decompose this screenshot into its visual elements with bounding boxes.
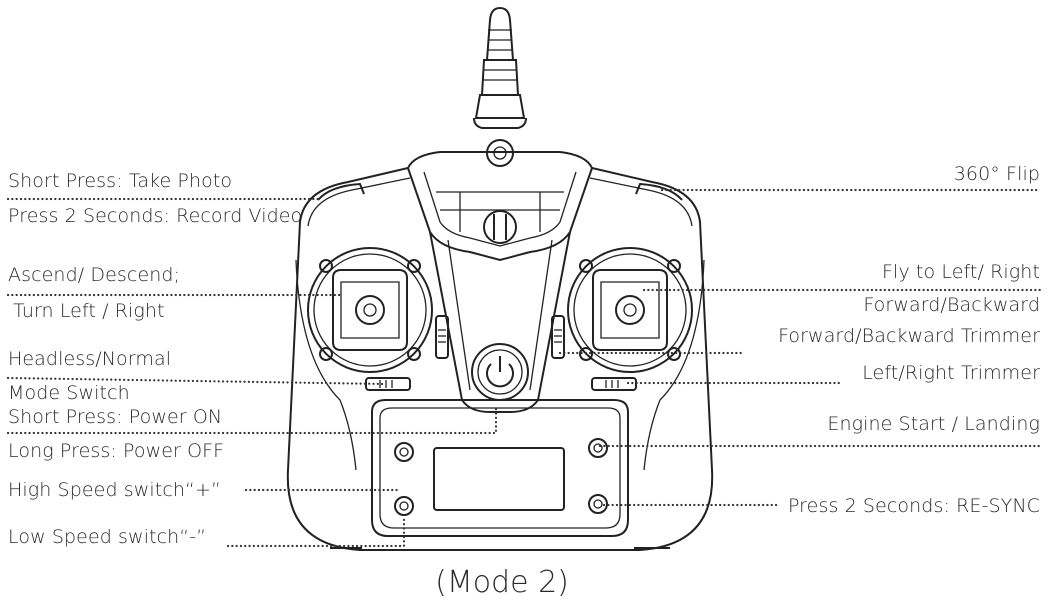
label-turn: Turn Left / Right [13, 300, 165, 322]
diagram-caption: (Mode 2) [435, 565, 569, 600]
label-flip: 360° Flip [953, 163, 1040, 185]
label-fly-left-right: Fly to Left/ Right [882, 261, 1040, 283]
label-resync: Press 2 Seconds: RE-SYNC [787, 495, 1040, 517]
power-button [471, 343, 529, 401]
label-power-on: Short Press: Power ON [8, 406, 223, 428]
label-headless: Headless/Normal [8, 348, 172, 370]
label-ascend-descend: Ascend/ Descend; [8, 264, 181, 286]
label-mode-switch: Mode Switch [8, 382, 130, 404]
trimmers [365, 315, 637, 391]
label-record-video: Press 2 Seconds: Record Video [8, 205, 303, 227]
label-low-speed: Low Speed switch“-” [8, 526, 207, 548]
panel-buttons [394, 438, 608, 516]
controller-body [286, 151, 714, 551]
left-stick [307, 247, 433, 373]
right-stick [567, 247, 693, 373]
label-lr-trimmer: Left/Right Trimmer [862, 362, 1040, 384]
label-power-off: Long Press: Power OFF [8, 440, 225, 462]
antenna [473, 6, 527, 167]
label-fb-trimmer: Forward/Backward Trimmer [778, 325, 1040, 347]
label-high-speed: High Speed switch“+” [8, 479, 221, 501]
label-forward-backward: Forward/Backward [863, 294, 1040, 316]
label-take-photo: Short Press: Take Photo [8, 170, 233, 192]
leader-lines [6, 188, 1042, 548]
label-engine-start: Engine Start / Landing [827, 413, 1040, 435]
